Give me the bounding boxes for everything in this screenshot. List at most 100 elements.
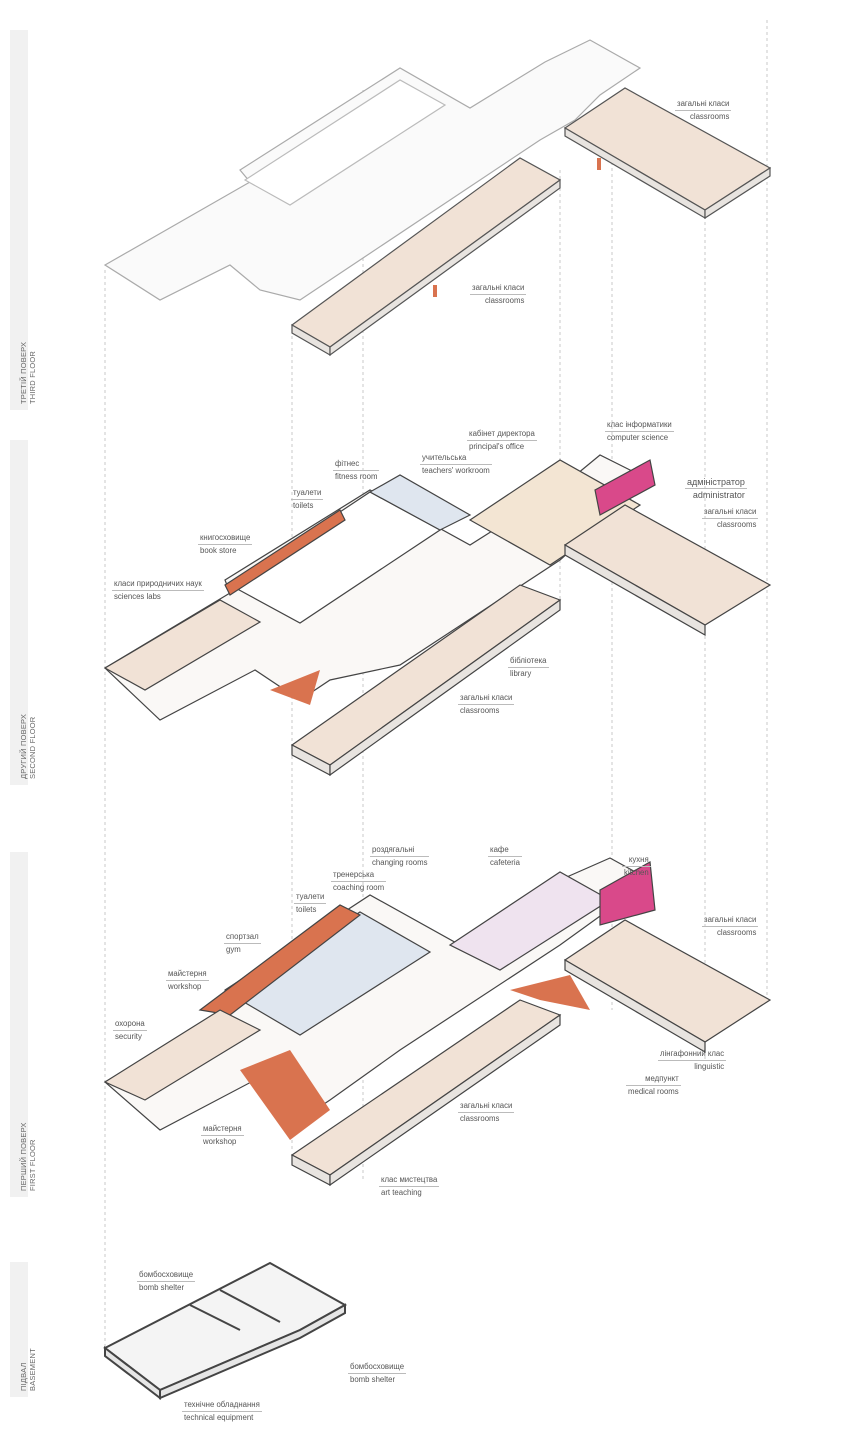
label-text-ua: загальні класи [702,506,759,519]
label-text-ua: книгосховище [198,532,253,545]
second-floor-administrator [594,459,656,516]
label-text-en: medical rooms [628,1087,679,1096]
label-text-ua: майстерня [166,968,209,981]
label-text-en: linguistic [694,1062,725,1071]
label-text-ua: класи природничих наук [112,578,204,591]
label-text-en: security [115,1032,142,1041]
basement-plan [103,1261,348,1401]
first-floor-plan [103,857,772,1187]
floor-title-ua: ПІДВАЛ [19,1362,28,1391]
label-text-en: classrooms [689,112,730,121]
label-text-en: workshop [168,982,202,991]
label-text-en: principal's office [469,442,525,451]
second-floor-admin-wing [468,459,642,566]
label-text-en: workshop [203,1137,237,1146]
label-text-ua: кухня [622,854,651,867]
label-text-en: kitchen [624,868,649,877]
label-text-ua: загальні класи [702,914,759,927]
floor-title-en: SECOND FLOOR [28,716,37,779]
third-floor-gym-void [243,79,447,206]
label-text-ua: клас інформатики [605,419,674,432]
first-floor-entrance-ramp [240,1050,330,1140]
label-text-ua: бібліотека [508,655,549,668]
floor-title-en: BASEMENT [28,1348,37,1391]
label-text-ua: роздягальні [370,844,430,857]
first-floor-workshop [103,1009,262,1101]
label-text-ua: адміністратор [685,477,747,489]
label-text-en: toilets [296,905,317,914]
floor-title-en: FIRST FLOOR [28,1139,37,1191]
label-text-ua: спортзал [224,931,261,944]
label-text-ua: фітнес [333,458,380,471]
label-text-en: book store [200,546,237,555]
label-text-en: classrooms [460,706,500,715]
floor-title-ua: ДРУГИЙ ПОВЕРХ [19,713,28,779]
floor-title-ua: ТРЕТІЙ ПОВЕРХ [19,341,28,404]
label-text-en: classrooms [460,1114,500,1123]
label-text-ua: кафе [488,844,522,857]
label-text-en: changing rooms [372,858,428,867]
label-text-ua: технічне обладнання [182,1399,262,1412]
label-text-en: fitness room [335,472,378,481]
label-text-en: classrooms [484,296,525,305]
third-floor-plan [103,39,772,357]
label-text-en: sciences labs [114,592,161,601]
label-text-ua: медпункт [626,1073,681,1086]
floor-title-en: THIRD FLOOR [28,350,37,404]
label-text-en: bomb shelter [139,1283,185,1292]
floor-title-ua: ПЕРШИЙ ПОВЕРХ [19,1122,28,1191]
second-floor-plan [103,454,772,777]
third-floor-slab [103,39,642,301]
label-text-ua: туалети [291,487,324,500]
label-text-ua: клас мистецтва [379,1174,440,1187]
label-text-ua: загальні класи [458,1100,515,1113]
label-text-ua: лінгафонний клас [658,1048,727,1061]
label-text-en: coaching room [333,883,385,892]
label-text-en: teachers' workroom [422,466,490,475]
second-floor-sciences-labs [103,599,262,691]
label-text-ua: загальні класи [675,98,732,111]
label-text-ua: загальні класи [458,692,515,705]
label-text-en: toilets [293,501,314,510]
label-text-en: cafeteria [490,858,520,867]
label-text-en: gym [226,945,241,954]
label-text-en: classrooms [716,520,757,529]
label-text-en: technical equipment [184,1413,254,1422]
label-text-ua: бомбосховище [137,1269,196,1282]
label-text-en: library [510,669,532,678]
label-text-ua: учительська [420,452,492,465]
label-text-ua: загальні класи [470,282,527,295]
label-text-en: classrooms [716,928,757,937]
label-text-ua: охорона [113,1018,147,1031]
